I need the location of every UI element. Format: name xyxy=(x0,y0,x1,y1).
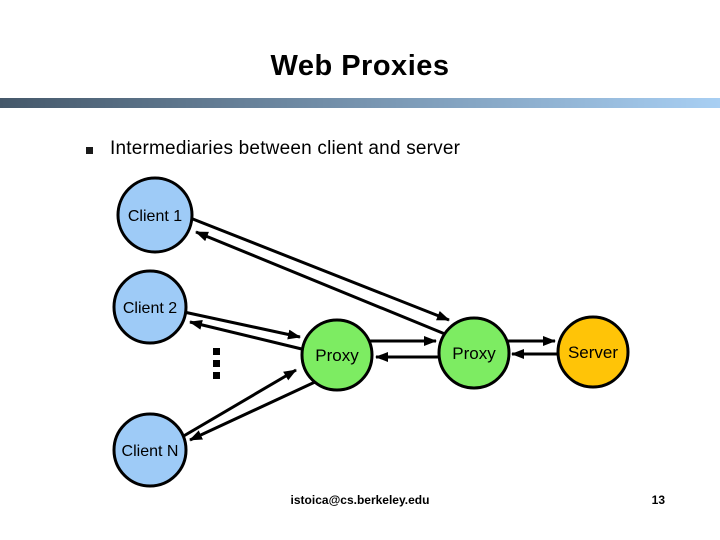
bullet-text: Intermediaries between client and server xyxy=(110,138,461,159)
arrow-proxy2-to-client1 xyxy=(195,230,446,336)
client1-label: Client 1 xyxy=(128,208,182,225)
server-label: Server xyxy=(568,343,618,362)
page-title: Web Proxies xyxy=(270,50,450,82)
clientN-node xyxy=(112,412,188,488)
vertical-ellipsis-icon xyxy=(213,348,220,379)
footer-page-number: 13 xyxy=(651,493,665,507)
clientN-label: Client N xyxy=(122,443,179,460)
server-node xyxy=(556,315,630,389)
client1-node xyxy=(116,176,194,254)
proxy1-node xyxy=(300,318,374,392)
arrow-client2-to-proxy1 xyxy=(169,307,301,340)
proxy1-label: Proxy xyxy=(315,346,359,365)
bullet-item: Intermediaries between client and server xyxy=(86,138,460,160)
client2-label: Client 2 xyxy=(123,300,177,317)
bullet-square-icon xyxy=(86,147,93,154)
proxy2-label: Proxy xyxy=(452,344,496,363)
client2-node xyxy=(112,269,188,345)
arrow-clientN-to-proxy1 xyxy=(169,368,297,446)
arrow-client1-to-proxy2 xyxy=(174,210,450,322)
proxy2-node xyxy=(437,316,511,390)
divider-bar-rect xyxy=(0,98,720,108)
arrow-proxy1-to-client2 xyxy=(189,319,311,353)
title-divider-bar xyxy=(0,98,720,108)
footer-email: istoica@cs.berkeley.edu xyxy=(290,493,430,507)
arrow-proxy1-to-clientN xyxy=(189,380,316,442)
